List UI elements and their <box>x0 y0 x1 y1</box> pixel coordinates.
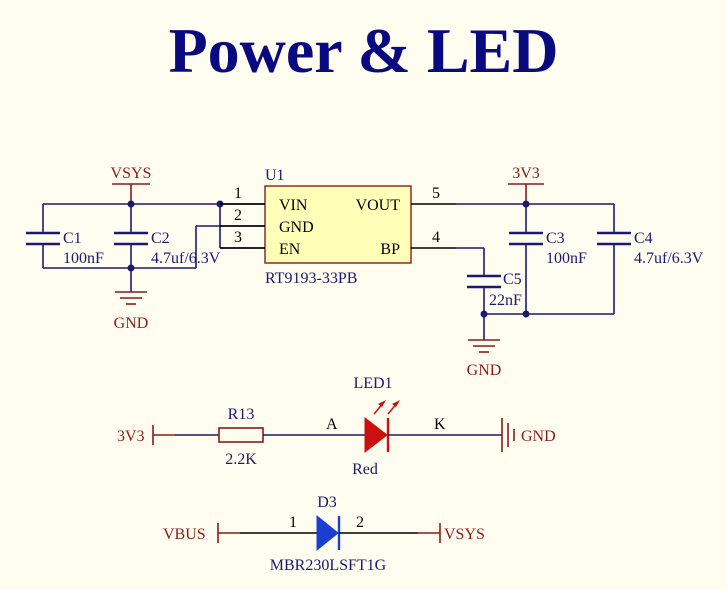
v3v3-led-port: 3V3 <box>117 425 175 445</box>
pin-5-number: 5 <box>432 185 440 202</box>
pin-1-number: 1 <box>234 185 242 202</box>
regulator-u1: U1 RT9193-33PB VIN GND EN VOUT BP <box>264 167 412 287</box>
pin-2-number: 2 <box>234 207 242 224</box>
c1-ref: C1 <box>63 230 82 247</box>
gnd-label: GND <box>114 315 149 332</box>
gnd-symbol-led: GND <box>501 418 556 452</box>
r13-ref: R13 <box>228 406 255 423</box>
capacitor-c4: C4 4.7uf/6.3V <box>597 230 704 267</box>
led1-color: Red <box>352 461 378 478</box>
junction-dot <box>522 200 530 208</box>
c5-value: 22nF <box>489 292 522 309</box>
vsys-power-port: VSYS <box>111 165 152 204</box>
junction-dot <box>480 310 488 318</box>
pin-vin-name: VIN <box>279 197 308 214</box>
capacitor-c5: C5 22nF <box>467 271 522 309</box>
pin-vout-name: VOUT <box>356 197 401 214</box>
r13-value: 2.2K <box>225 451 257 468</box>
v3v3-power-port: 3V3 <box>508 165 544 204</box>
u1-ref: U1 <box>265 167 285 184</box>
pin-en-name: EN <box>279 241 301 258</box>
c4-value: 4.7uf/6.3V <box>634 250 704 267</box>
capacitor-c2: C2 4.7uf/6.3V <box>114 230 221 267</box>
led-led1: LED1 Red <box>352 375 400 478</box>
output-wires <box>456 203 615 340</box>
led-anode-label: A <box>326 416 338 433</box>
ic-pins: 1 2 3 5 4 <box>220 185 456 249</box>
u1-part: RT9193-33PB <box>265 270 357 287</box>
page-title: Power & LED <box>168 15 559 86</box>
junction-dot <box>522 310 530 318</box>
d3-pin2: 2 <box>356 514 364 531</box>
d3-ref: D3 <box>317 494 337 511</box>
vsys-diode-port: VSYS <box>418 523 485 543</box>
c3-value: 100nF <box>546 250 587 267</box>
junction-dot <box>127 200 135 208</box>
pin-3-number: 3 <box>234 229 242 246</box>
v3v3-label: 3V3 <box>512 165 540 182</box>
capacitor-c1: C1 100nF <box>26 230 104 267</box>
pin-4-number: 4 <box>432 229 440 246</box>
c4-ref: C4 <box>634 230 653 247</box>
d3-pin1: 1 <box>289 514 297 531</box>
capacitor-c3: C3 100nF <box>509 230 587 267</box>
c5-ref: C5 <box>503 271 522 288</box>
c2-value: 4.7uf/6.3V <box>151 250 221 267</box>
pin-bp-name: BP <box>380 241 400 258</box>
gnd-symbol-left: GND <box>114 291 149 332</box>
c2-ref: C2 <box>151 230 170 247</box>
gnd-led-label: GND <box>521 428 556 445</box>
d3-part: MBR230LSFT1G <box>270 557 387 574</box>
v3v3-led-label: 3V3 <box>117 428 145 445</box>
vsys-label: VSYS <box>111 165 152 182</box>
led-cathode-label: K <box>434 416 446 433</box>
diode-d3: D3 MBR230LSFT1G <box>270 494 387 574</box>
c3-ref: C3 <box>546 230 565 247</box>
vsys-diode-label: VSYS <box>444 526 485 543</box>
vbus-power-port: VBUS <box>163 523 240 543</box>
junction-dot <box>127 264 135 272</box>
vbus-label: VBUS <box>163 526 206 543</box>
led1-ref: LED1 <box>353 375 392 392</box>
resistor-r13: R13 2.2K <box>218 406 264 468</box>
pin-gnd-name: GND <box>279 219 314 236</box>
gnd-label: GND <box>467 362 502 379</box>
c1-value: 100nF <box>63 250 104 267</box>
gnd-symbol-mid: GND <box>467 339 502 379</box>
